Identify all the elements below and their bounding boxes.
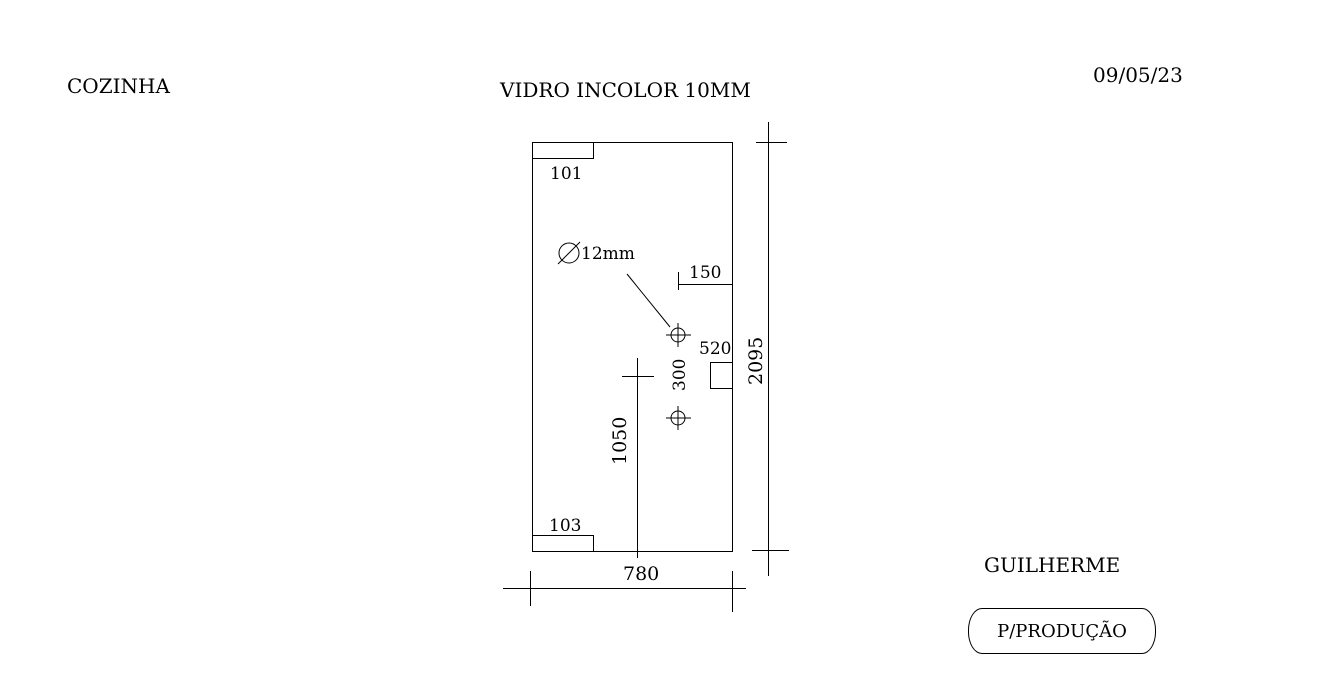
corner-bottom-box [532, 535, 594, 552]
date-label: 09/05/23 [1093, 63, 1183, 87]
edge-notch [710, 362, 733, 389]
corner-top-label: 101 [550, 164, 582, 184]
notch-label: 520 [699, 339, 731, 359]
material-title: VIDRO INCOLOR 10MM [500, 78, 751, 102]
hole-offset-label: 150 [689, 263, 721, 283]
height-label: 2095 [745, 337, 767, 385]
glass-panel [532, 142, 733, 552]
room-label: COZINHA [67, 74, 170, 98]
hole-height-label: 1050 [609, 417, 631, 465]
hole-spacing-label: 300 [670, 359, 690, 391]
width-label: 780 [623, 563, 659, 585]
hole-diameter-label: 12mm [581, 244, 635, 264]
production-stamp: P/PRODUÇÃO [968, 608, 1156, 654]
stamp-label: P/PRODUÇÃO [997, 621, 1127, 642]
corner-bottom-label: 103 [549, 516, 581, 536]
hole-leader-line [626, 273, 671, 328]
diameter-icon [557, 241, 581, 265]
author-label: GUILHERME [984, 553, 1121, 577]
hole-top [666, 323, 691, 347]
hole-bottom [666, 406, 691, 430]
corner-top-box [532, 142, 594, 159]
